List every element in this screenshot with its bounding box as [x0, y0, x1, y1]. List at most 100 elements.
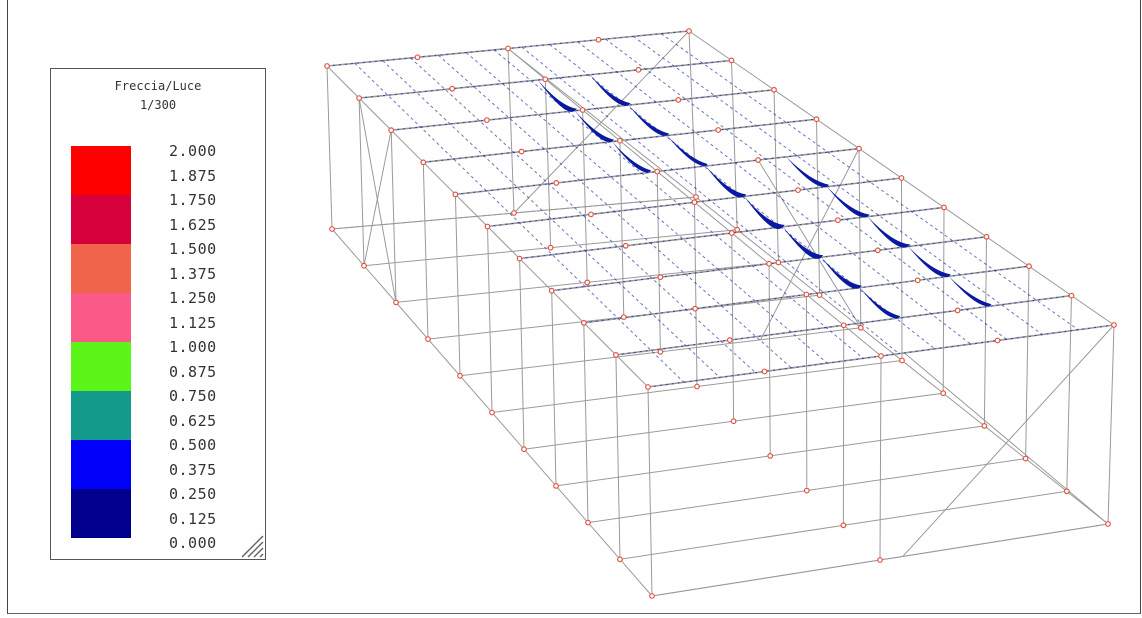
- mid-column: [768, 263, 771, 456]
- legend-value: 1.000: [169, 338, 217, 356]
- node-marker: [553, 483, 559, 489]
- node-marker: [775, 259, 782, 266]
- node-marker: [553, 180, 560, 186]
- purlin: [438, 54, 792, 369]
- node-marker: [941, 204, 947, 211]
- node-marker: [675, 96, 682, 103]
- node-marker: [547, 244, 554, 251]
- column: [326, 65, 333, 230]
- deflection-shape: [867, 216, 911, 248]
- structure-3d-view[interactable]: [8, 0, 1140, 613]
- deflection-shape: [948, 276, 992, 307]
- legend-swatch: [71, 489, 131, 538]
- node-marker: [649, 593, 655, 599]
- node-marker: [767, 453, 774, 459]
- node-marker: [489, 409, 495, 416]
- node-marker: [425, 336, 431, 343]
- legend-swatch: [71, 244, 131, 293]
- legend-swatch: [71, 391, 131, 440]
- node-marker: [622, 242, 629, 249]
- node-marker: [645, 384, 651, 390]
- node-marker: [691, 199, 698, 206]
- column: [615, 354, 621, 560]
- legend-value: 0.375: [169, 460, 217, 479]
- node-marker: [457, 372, 463, 379]
- node-marker: [730, 418, 737, 425]
- legend-swatch: [71, 342, 131, 391]
- node-marker: [505, 45, 511, 52]
- column: [688, 30, 697, 198]
- node-marker: [584, 279, 591, 286]
- node-marker: [766, 260, 772, 267]
- column: [773, 89, 779, 263]
- deflection-shape: [537, 80, 577, 112]
- node-marker: [595, 36, 602, 43]
- node-marker: [1026, 263, 1032, 270]
- mid-column: [694, 202, 698, 387]
- legend-value: 1.875: [169, 166, 217, 185]
- column: [1107, 324, 1115, 525]
- node-marker: [813, 116, 820, 123]
- deflection-shape: [826, 186, 870, 218]
- node-marker: [657, 274, 664, 281]
- legend-title-text: Freccia/Luce: [114, 79, 202, 93]
- node-marker: [1022, 455, 1029, 462]
- node-marker: [635, 66, 642, 73]
- node-marker: [585, 519, 591, 526]
- node-marker: [511, 210, 517, 216]
- node-marker: [914, 277, 921, 284]
- node-marker: [898, 175, 905, 181]
- deflection-shape: [667, 135, 708, 167]
- column: [816, 119, 821, 296]
- deflection-shape: [859, 287, 901, 319]
- legend-value: 0.500: [169, 436, 217, 454]
- deflection-shape: [574, 110, 615, 143]
- node-marker: [693, 194, 699, 200]
- legend-value: 0.875: [169, 362, 217, 381]
- node-marker: [617, 556, 623, 563]
- resize-grip-icon[interactable]: [238, 532, 264, 558]
- mid-column: [879, 355, 882, 561]
- column: [551, 290, 557, 486]
- node-marker: [874, 247, 881, 254]
- node-marker: [734, 226, 741, 233]
- legend-value: 1.500: [169, 240, 217, 258]
- deflection-shape: [744, 196, 785, 230]
- legend-value: 1.125: [169, 313, 217, 332]
- deflection-shape: [705, 166, 747, 198]
- purlin: [382, 60, 721, 378]
- mid-column: [507, 48, 515, 214]
- node-marker: [694, 383, 700, 390]
- purlin: [549, 44, 936, 350]
- node-marker: [1111, 322, 1117, 328]
- deflection-shape: [786, 156, 829, 187]
- node-marker: [356, 95, 363, 101]
- node-marker: [840, 322, 847, 329]
- node-marker: [981, 423, 988, 429]
- mid-column: [544, 79, 552, 248]
- brace: [363, 130, 392, 266]
- mid-column: [582, 109, 588, 283]
- node-marker: [840, 522, 847, 529]
- node-marker: [617, 137, 623, 144]
- column: [519, 258, 525, 450]
- legend-value: 0.750: [169, 387, 217, 405]
- purlin: [465, 52, 828, 364]
- legend-ratio-text: 1/300: [139, 98, 177, 112]
- node-marker: [542, 76, 549, 83]
- node-marker: [803, 291, 810, 298]
- node-marker: [835, 217, 841, 224]
- node-marker: [388, 127, 395, 134]
- node-marker: [484, 223, 491, 230]
- node-marker: [954, 307, 961, 314]
- node-marker: [803, 487, 810, 494]
- mid-column: [656, 171, 661, 352]
- legend-title: Freccia/Luce 1/300: [51, 77, 265, 115]
- node-marker: [755, 157, 761, 163]
- deflection-shape: [589, 74, 631, 106]
- node-marker: [726, 337, 733, 343]
- purlin: [521, 46, 900, 355]
- legend-value: 1.375: [169, 264, 217, 283]
